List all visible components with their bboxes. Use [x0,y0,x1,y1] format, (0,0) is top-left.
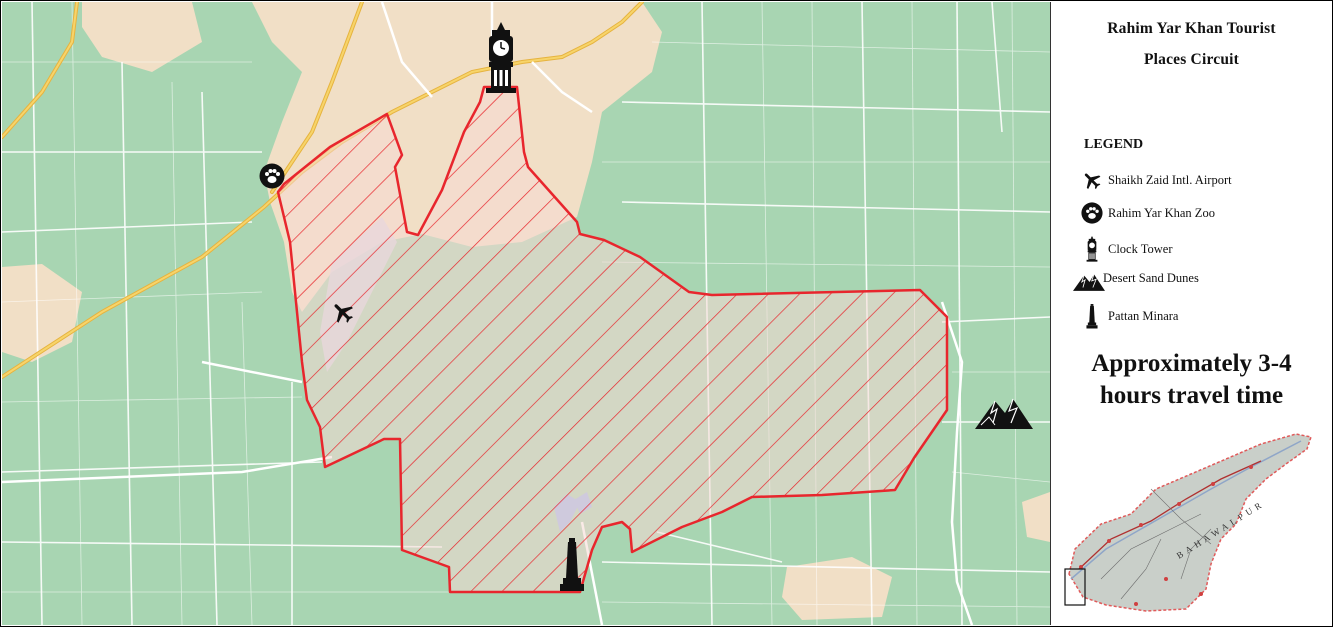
airplane-icon [1079,167,1105,193]
minaret-icon [560,538,584,591]
legend-item-airport: Shaikh Zaid Intl. Airport [1079,167,1232,193]
clock-tower-icon [1079,236,1105,262]
legend-label-pattan-minara: Pattan Minara [1108,308,1179,323]
legend-item-zoo: Rahim Yar Khan Zoo [1079,200,1215,226]
legend-panel: Rahim Yar Khan Tourist Places Circuit LE… [1051,1,1332,626]
paw-print-icon [1079,200,1105,226]
legend-label-zoo: Rahim Yar Khan Zoo [1108,205,1215,220]
mountains-icon [975,398,1033,429]
legend-item-sand-dunes: Desert Sand Dunes [1073,269,1199,295]
base-map [2,2,1050,625]
urban-area-east [1022,492,1050,542]
urban-area-top-left [82,2,202,72]
legend-label-airport: Shaikh Zaid Intl. Airport [1108,172,1232,187]
pattan-minara-marker[interactable] [559,538,585,597]
dunes-marker[interactable] [975,395,1033,436]
airport-marker[interactable] [330,299,356,330]
legend-label-clock-tower: Clock Tower [1108,241,1173,256]
inset-map-svg: BAHAWALPUR [1064,433,1312,612]
tourist-circuit-border[interactable] [276,85,949,594]
clock-tower-icon [486,22,516,93]
travel-time-line1: Approximately 3-4 [1091,350,1292,377]
inset-region [1068,433,1312,612]
inset-cities [1079,465,1253,606]
map-title-line2: Places Circuit [1143,51,1240,68]
legend-title: LEGEND [1084,137,1144,152]
inset-locator-map[interactable]: BAHAWALPUR [1061,429,1323,615]
map-title-line1: Rahim Yar Khan Tourist [1107,20,1276,37]
paw-print-icon [259,163,285,189]
mountains-icon [1073,269,1105,295]
map-canvas[interactable] [2,2,1051,625]
legend-item-clock-tower: Clock Tower [1079,236,1173,262]
legend-item-pattan-minara: Pattan Minara [1079,303,1178,329]
inset-roads [1100,488,1212,600]
inset-route [1078,460,1262,570]
urban-area-west [2,264,82,362]
travel-time-line2: hours travel time [1099,382,1284,409]
minaret-icon [1079,303,1105,329]
zoo-marker[interactable] [259,163,285,194]
clock-tower-marker[interactable] [483,22,519,99]
legend-label-sand-dunes: Desert Sand Dunes [1103,270,1199,285]
inset-focus-box [1064,568,1086,606]
tourist-circuit-hatch [278,87,947,592]
airplane-icon [334,304,353,323]
